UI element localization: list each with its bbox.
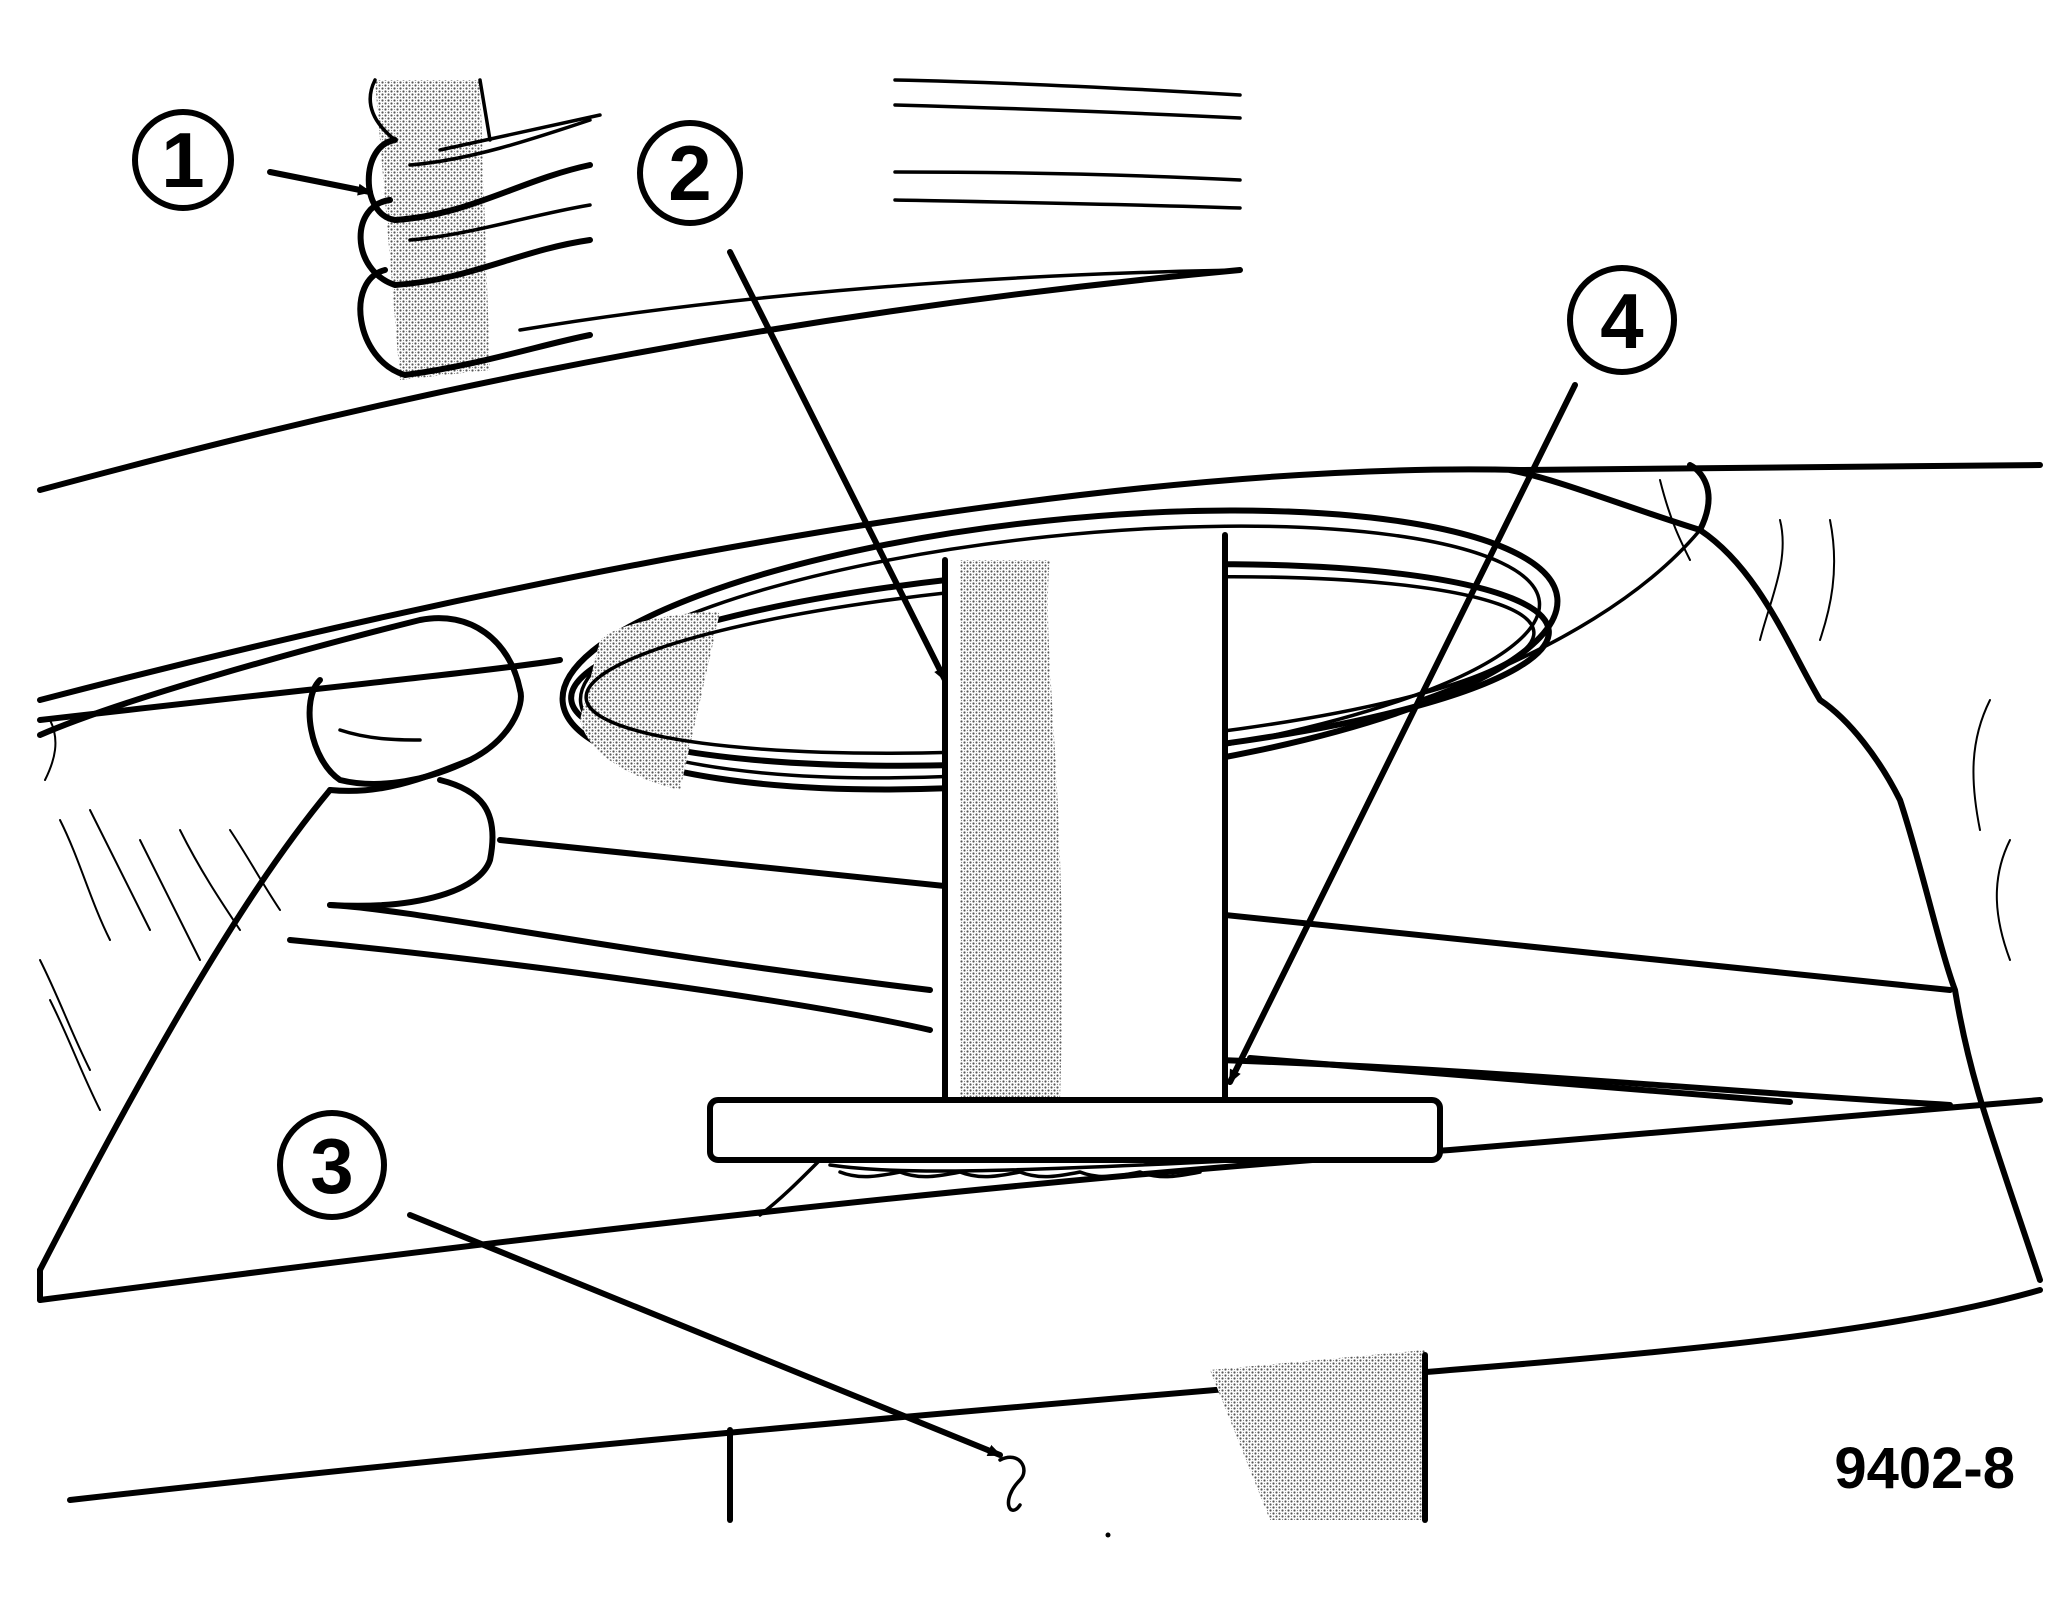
callout-4: 4 [1567,265,1677,375]
leader-lines [267,169,1793,1458]
callout-4-number: 4 [1600,277,1643,365]
washer [707,1097,1443,1217]
coil-spring [357,78,602,380]
leader-line-4-extension [1247,1055,1793,1105]
figure-id-label: 9402-8 [1834,1436,2015,1501]
hub-plate [37,462,2043,1108]
callout-3-number: 3 [310,1122,353,1210]
callout-2-number: 2 [668,129,711,217]
leader-line-1 [267,169,373,196]
callout-1-number: 1 [161,116,204,204]
leader-line-3 [407,1212,1003,1458]
speck [1105,1532,1111,1538]
knuckle-edge [1418,462,2043,1283]
upper-body-lines [37,78,1243,493]
leader-line-2 [727,249,948,683]
tool-shaft [942,532,1228,1103]
callout-1: 1 [132,109,234,211]
cover-edge-mark [998,1455,1026,1512]
technician-hand [37,615,933,1273]
leader-line-4 [1227,382,1578,1085]
lower-shaft [1210,1350,1428,1523]
callout-3: 3 [277,1110,387,1220]
callout-2: 2 [637,120,743,226]
